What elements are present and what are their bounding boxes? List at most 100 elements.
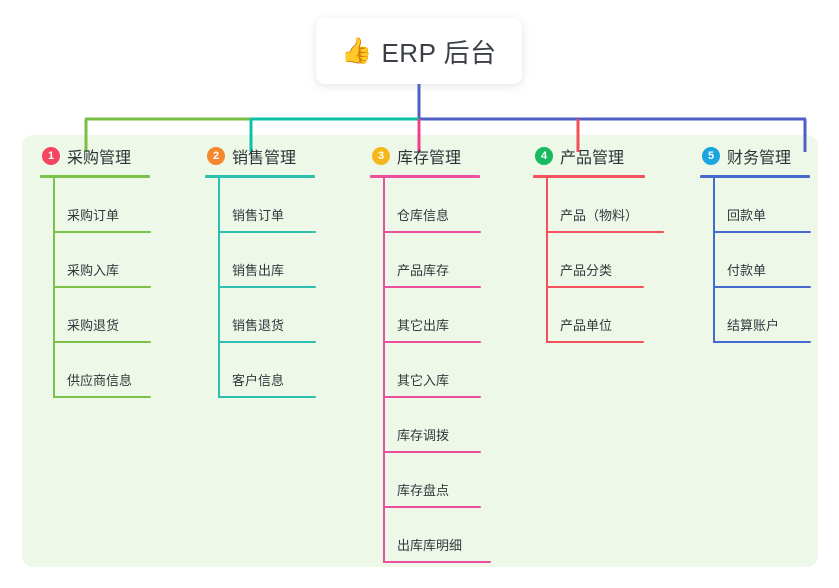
module-item-rule <box>383 231 481 233</box>
module-item-label: 客户信息 <box>232 373 285 388</box>
module-item-label: 销售订单 <box>232 208 285 223</box>
module-item[interactable]: 供应商信息 <box>40 343 151 398</box>
module-item[interactable]: 采购订单 <box>40 178 151 233</box>
module-item-label: 产品（物料） <box>560 208 639 223</box>
module-number-badge: 3 <box>372 147 390 165</box>
module-spine <box>383 178 385 563</box>
module-header-rule <box>533 175 645 178</box>
module-item-list: 采购订单采购入库采购退货供应商信息 <box>40 178 151 398</box>
module-item-list: 销售订单销售出库销售退货客户信息 <box>205 178 316 398</box>
module-item[interactable]: 采购入库 <box>40 233 151 288</box>
module-item[interactable]: 结算账户 <box>700 288 811 343</box>
module-item[interactable]: 付款单 <box>700 233 811 288</box>
module-header-rule <box>40 175 150 178</box>
module-number-badge: 1 <box>42 147 60 165</box>
module-item-rule <box>53 231 151 233</box>
module-item-rule <box>383 286 481 288</box>
module-item[interactable]: 产品（物料） <box>533 178 664 233</box>
module-item-list: 产品（物料） 产品分类产品单位 <box>533 178 664 343</box>
module-item-rule <box>383 506 481 508</box>
module-item-label: 供应商信息 <box>67 373 133 388</box>
module-item-rule <box>53 286 151 288</box>
module-item-rule <box>713 341 811 343</box>
module-item-rule <box>383 341 481 343</box>
module-item-label: 采购订单 <box>67 208 120 223</box>
module-item-label: 产品库存 <box>397 263 450 278</box>
module-item-label: 回款单 <box>727 208 767 223</box>
module-item-label: 销售出库 <box>232 263 285 278</box>
module-item-rule <box>53 396 151 398</box>
module-item-label: 产品单位 <box>560 318 613 333</box>
module-item-rule <box>546 286 644 288</box>
module-title: 采购管理 <box>67 150 132 167</box>
module-item[interactable]: 出库库明细 <box>370 508 491 563</box>
module-item[interactable]: 销售订单 <box>205 178 316 233</box>
module-item-rule <box>713 286 811 288</box>
module-title: 产品管理 <box>560 150 625 167</box>
module-item-rule <box>546 231 664 233</box>
module-spine <box>546 178 548 343</box>
modules-panel <box>22 135 818 567</box>
module-item-label: 其它入库 <box>397 373 450 388</box>
module-number-badge: 2 <box>207 147 225 165</box>
root-title-card[interactable]: 👍 ERP 后台 <box>316 18 522 84</box>
module-item[interactable]: 产品单位 <box>533 288 645 343</box>
module-item-rule <box>218 341 316 343</box>
module-item-list: 仓库信息产品库存其它出库其它入库库存调拨库存盘点出库库明细 <box>370 178 491 563</box>
module-column-1: 1 采购管理采购订单采购入库采购退货供应商信息 <box>40 144 151 398</box>
module-item[interactable]: 采购退货 <box>40 288 151 343</box>
module-item-rule <box>218 396 316 398</box>
page-title: ERP 后台 <box>381 37 497 68</box>
module-header-rule <box>700 175 810 178</box>
module-item-rule <box>713 231 811 233</box>
module-title: 销售管理 <box>232 150 297 167</box>
module-number-badge: 5 <box>702 147 720 165</box>
module-item-label: 库存盘点 <box>397 483 450 498</box>
module-item[interactable]: 库存盘点 <box>370 453 481 508</box>
module-header[interactable]: 4 产品管理 <box>533 144 645 168</box>
module-item-label: 出库库明细 <box>397 538 463 553</box>
module-item[interactable]: 回款单 <box>700 178 811 233</box>
module-item[interactable]: 产品分类 <box>533 233 645 288</box>
module-number-badge: 4 <box>535 147 553 165</box>
module-header-rule <box>205 175 315 178</box>
module-item[interactable]: 客户信息 <box>205 343 316 398</box>
module-item[interactable]: 其它出库 <box>370 288 481 343</box>
module-item[interactable]: 产品库存 <box>370 233 481 288</box>
module-item-rule <box>218 231 316 233</box>
module-item-label: 库存调拨 <box>397 428 450 443</box>
module-column-3: 3 库存管理仓库信息产品库存其它出库其它入库库存调拨库存盘点出库库明细 <box>370 144 491 563</box>
module-item-rule <box>383 396 481 398</box>
module-header-rule <box>370 175 480 178</box>
thumbs-up-icon: 👍 <box>341 36 373 65</box>
module-title: 库存管理 <box>397 150 462 167</box>
module-item-rule <box>218 286 316 288</box>
module-item-rule <box>546 341 644 343</box>
module-column-4: 4 产品管理产品（物料） 产品分类产品单位 <box>533 144 664 343</box>
module-item[interactable]: 库存调拨 <box>370 398 481 453</box>
module-item-label: 仓库信息 <box>397 208 450 223</box>
module-header[interactable]: 2 销售管理 <box>205 144 315 168</box>
module-column-2: 2 销售管理销售订单销售出库销售退货客户信息 <box>205 144 316 398</box>
module-spine <box>713 178 715 343</box>
module-item-label: 产品分类 <box>560 263 613 278</box>
module-spine <box>218 178 220 398</box>
module-item[interactable]: 销售出库 <box>205 233 316 288</box>
module-item[interactable]: 销售退货 <box>205 288 316 343</box>
module-item[interactable]: 其它入库 <box>370 343 481 398</box>
module-spine <box>53 178 55 398</box>
module-item-list: 回款单付款单结算账户 <box>700 178 811 343</box>
module-item[interactable]: 仓库信息 <box>370 178 481 233</box>
module-item-label: 结算账户 <box>727 318 780 333</box>
module-item-label: 付款单 <box>727 263 767 278</box>
module-item-label: 销售退货 <box>232 318 285 333</box>
module-item-rule <box>383 451 481 453</box>
module-header[interactable]: 3 库存管理 <box>370 144 480 168</box>
module-item-rule <box>383 561 491 563</box>
module-item-label: 采购入库 <box>67 263 120 278</box>
module-item-label: 采购退货 <box>67 318 120 333</box>
module-header[interactable]: 1 采购管理 <box>40 144 150 168</box>
